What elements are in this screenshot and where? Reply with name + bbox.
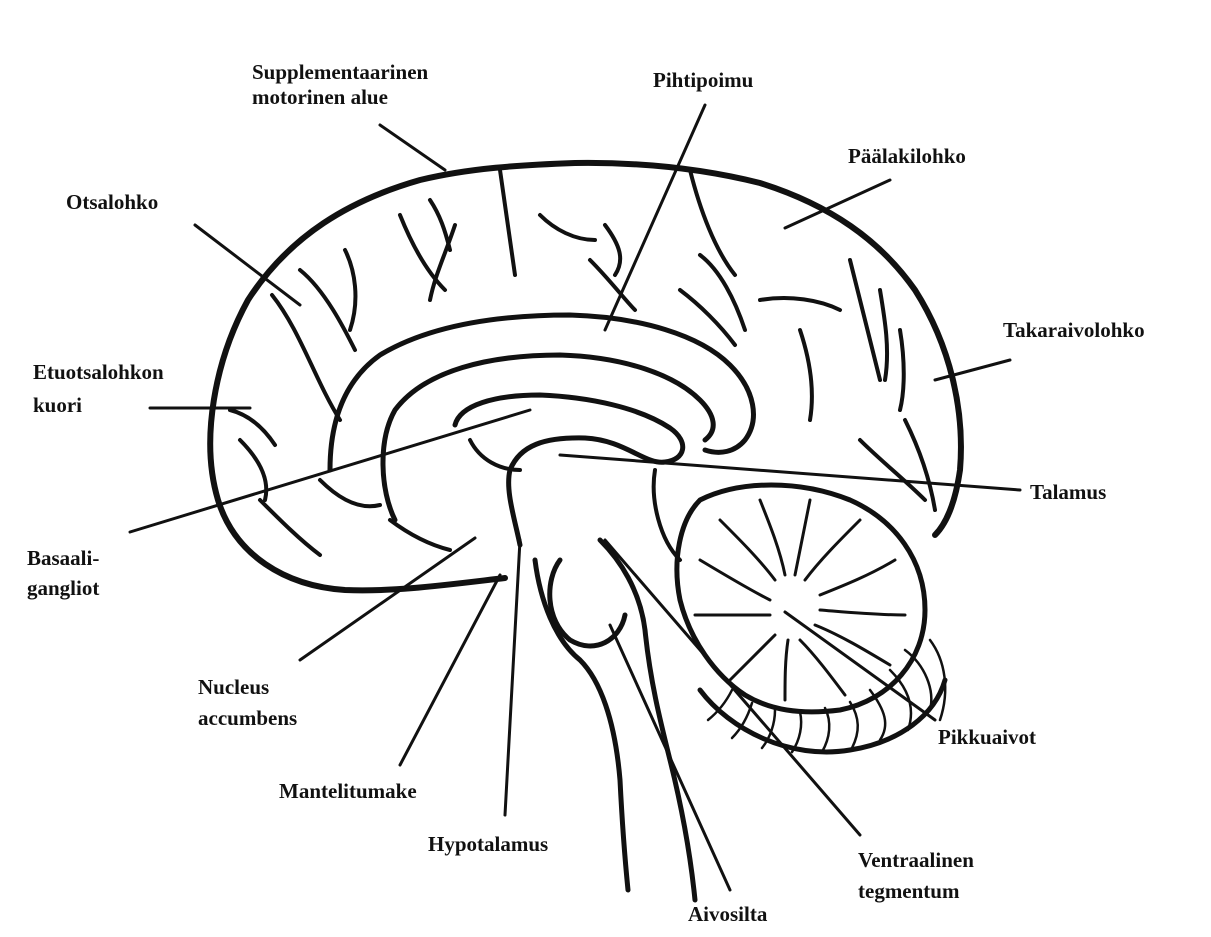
leader-amygdala: [400, 575, 500, 765]
label-ventral-tegmentum: Ventraalinen tegmentum: [858, 848, 974, 904]
label-pons: Aivosilta: [688, 902, 767, 927]
leader-basal-ganglia: [130, 410, 530, 532]
sulci: [230, 170, 935, 555]
label-prefrontal-cortex: Etuotsalohkon kuori: [33, 360, 164, 418]
corpus-callosum: [455, 395, 683, 545]
label-basal-ganglia: Basaali- gangliot: [27, 546, 99, 601]
label-hypothalamus: Hypotalamus: [428, 832, 548, 857]
label-cerebellum: Pikkuaivot: [938, 725, 1036, 750]
label-parietal-lobe: Päälakilohko: [848, 144, 966, 169]
leader-lines: [130, 105, 1020, 890]
label-cingulate: Pihtipoimu: [653, 68, 753, 93]
cingulate-inner: [383, 355, 713, 520]
cerebellum-outline: [677, 485, 925, 712]
leader-nucleus-accumbens: [300, 538, 475, 660]
label-amygdala: Mantelitumake: [279, 779, 417, 804]
label-nucleus-accumbens: Nucleus accumbens: [198, 675, 297, 731]
label-occipital-lobe: Takaraivolohko: [1003, 318, 1145, 343]
label-frontal-lobe: Otsalohko: [66, 190, 158, 215]
leader-vta: [605, 540, 860, 835]
label-supplementary-motor-area: Supplementaarinen motorinen alue: [252, 60, 428, 110]
leader-supplementary: [380, 125, 445, 170]
midbrain: [654, 470, 680, 560]
label-thalamus: Talamus: [1030, 480, 1106, 505]
leader-frontal: [195, 225, 300, 305]
cerebellum-folia: [695, 500, 905, 700]
cerebrum-outline: [210, 163, 961, 590]
leader-hypothalamus: [505, 540, 520, 815]
